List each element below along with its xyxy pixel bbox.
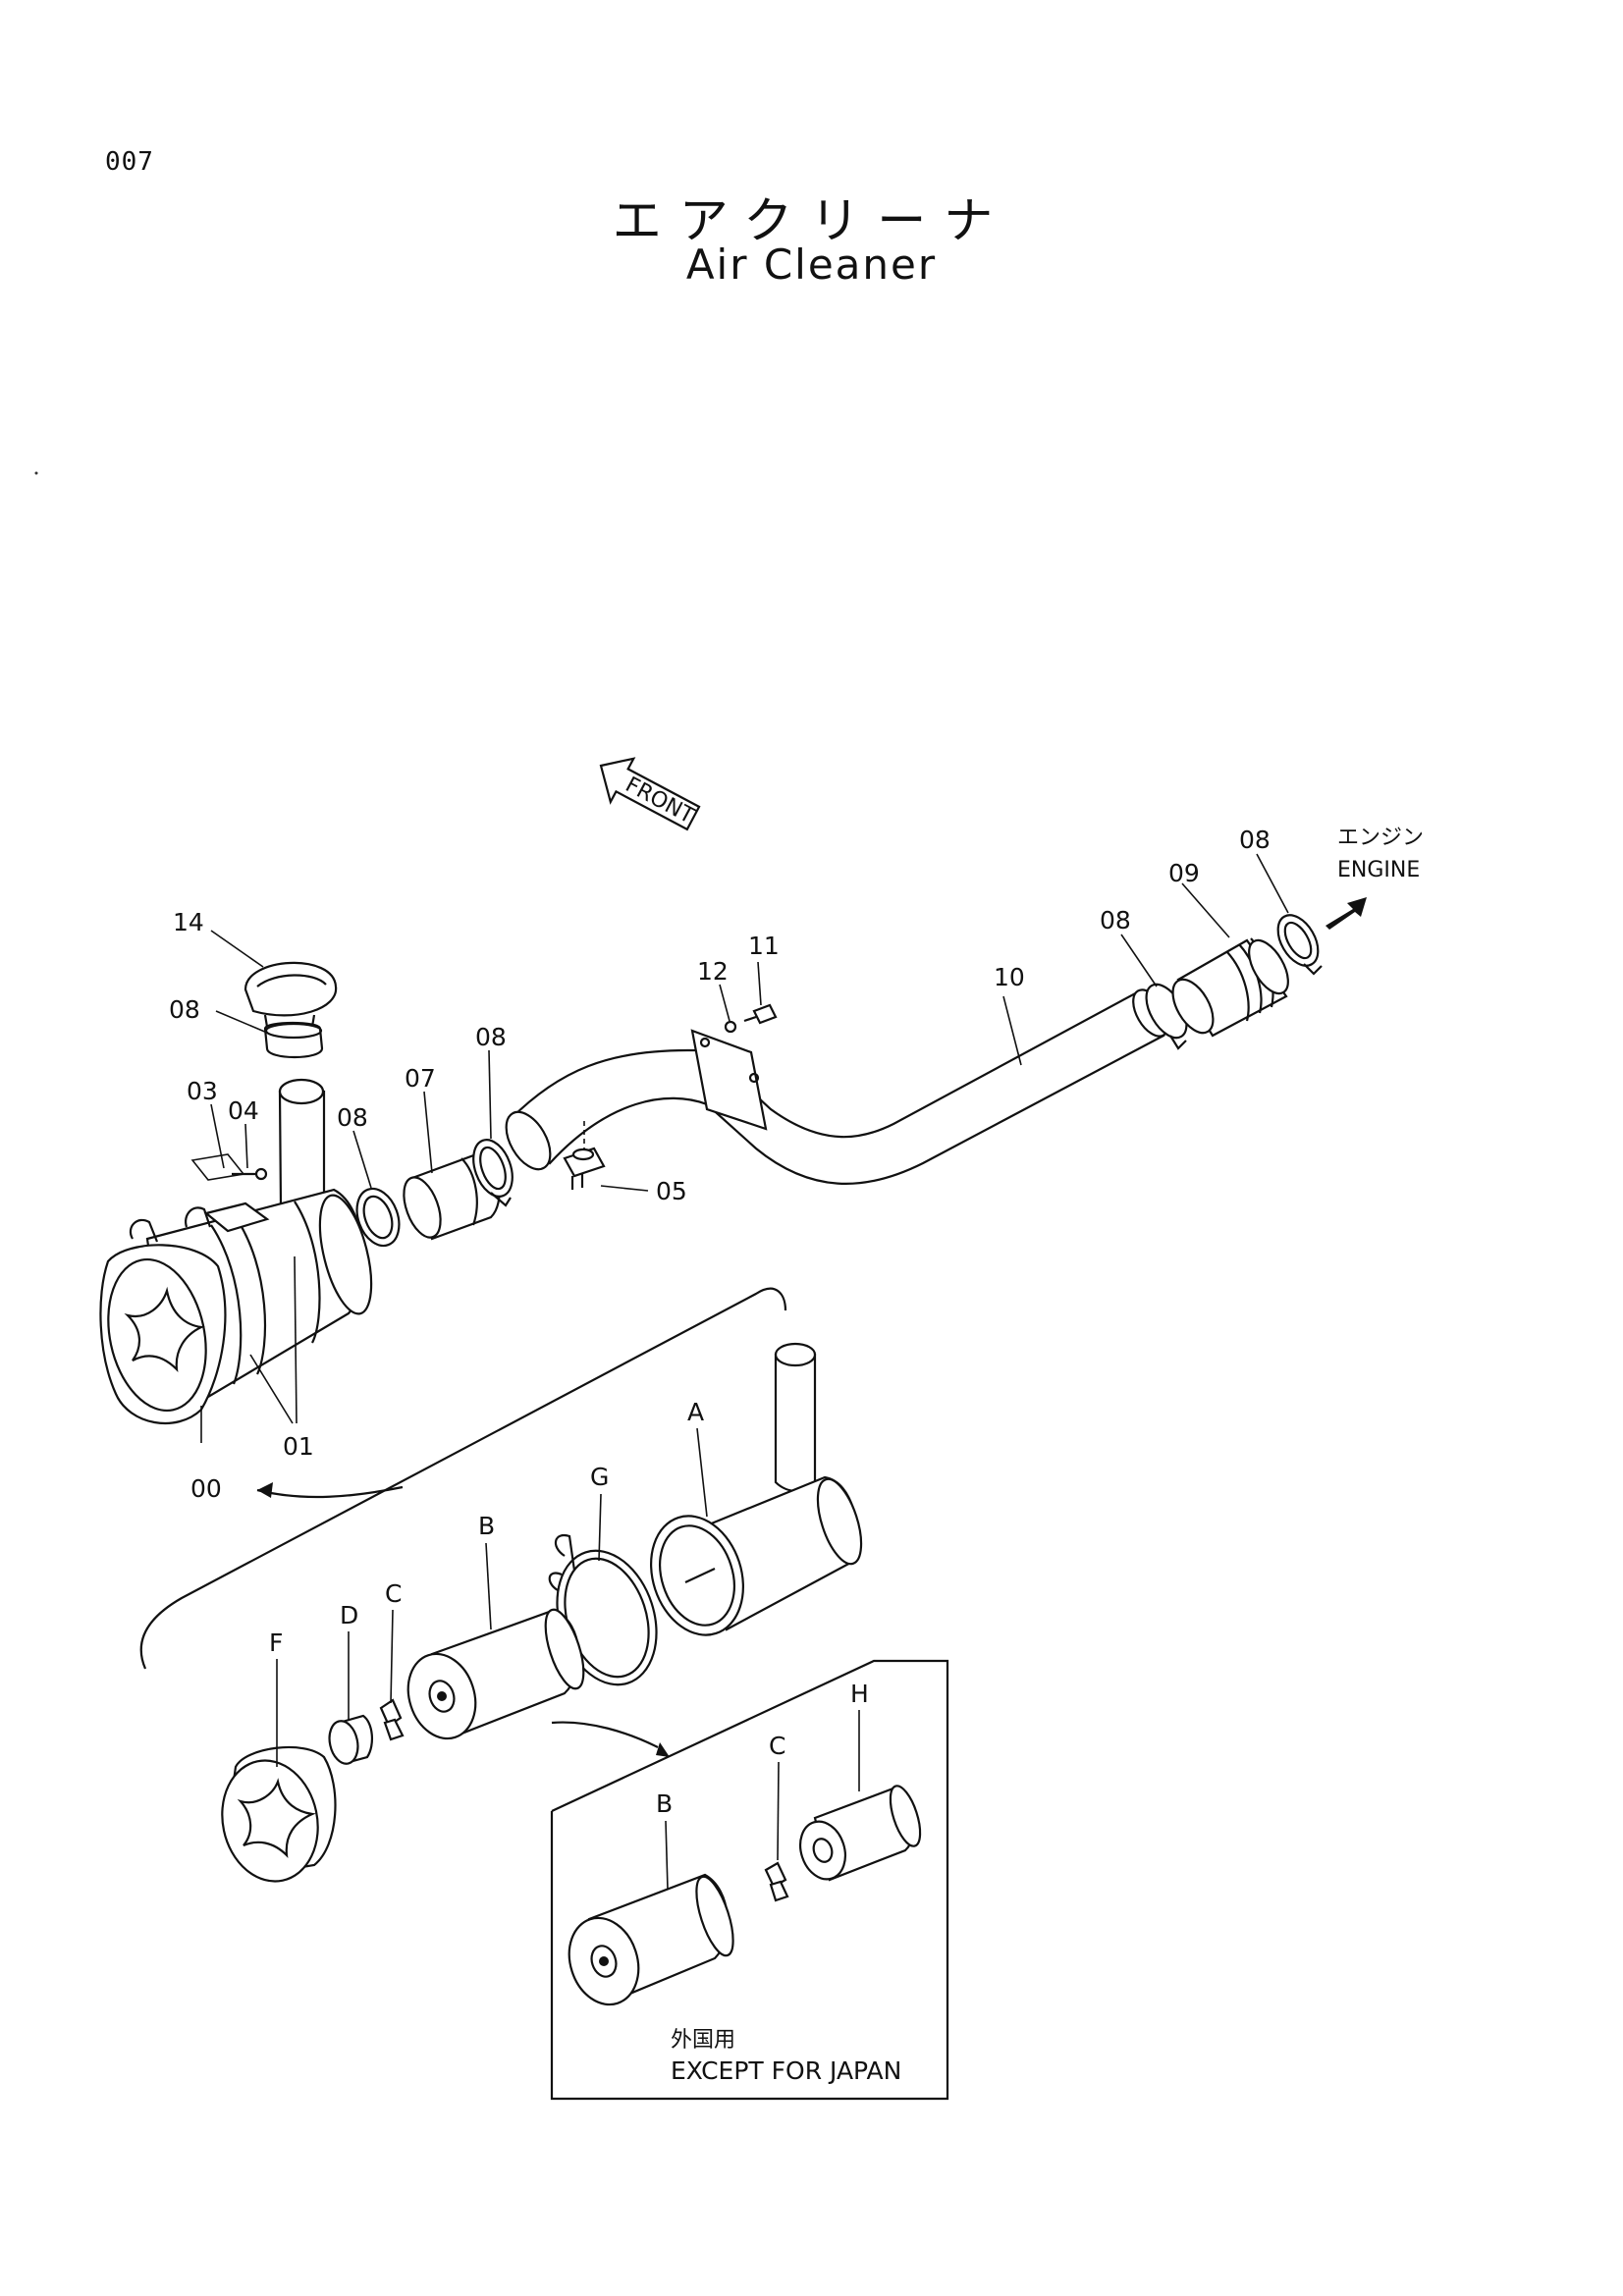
leader-lines: [200, 853, 1289, 1891]
front-arrow-marker: FRONT: [599, 757, 701, 831]
wing-nut-C: [379, 1698, 405, 1741]
callout-D: D: [340, 1601, 358, 1629]
callout-08-mid-clamp: 08: [475, 1023, 507, 1051]
stray-mark: [34, 471, 38, 475]
exploded-view-arrow: [256, 1485, 404, 1499]
callout-H: H: [850, 1680, 869, 1708]
engine-label-japanese: エンジン: [1337, 826, 1424, 850]
callout-10: 10: [994, 963, 1025, 991]
callout-08-left-clamp: 08: [337, 1103, 368, 1132]
connecting-hose: [1171, 937, 1289, 1038]
callout-14: 14: [173, 908, 204, 936]
title-japanese: エアクリーナ: [612, 192, 1011, 249]
hose-clamp-far: [1276, 914, 1323, 976]
callout-07: 07: [405, 1064, 436, 1093]
callout-04: 04: [228, 1096, 259, 1125]
exploded-view-bracket: [139, 1287, 787, 1670]
callout-C: C: [385, 1579, 402, 1608]
export-inset-box: 外国用 EXCEPT FOR JAPAN: [550, 1659, 949, 2101]
air-cleaner-assembly: [99, 1078, 373, 1424]
callout-11: 11: [748, 932, 780, 960]
callout-05: 05: [656, 1177, 687, 1205]
engine-direction-arrow: [1325, 897, 1367, 930]
callout-B: B: [478, 1512, 495, 1540]
end-cover-F: [221, 1745, 337, 1883]
engine-label-english: ENGINE: [1337, 858, 1420, 882]
restriction-indicator: [563, 1121, 606, 1190]
callout-A: A: [687, 1398, 704, 1426]
callout-03: 03: [187, 1077, 218, 1105]
callout-F: F: [269, 1629, 283, 1657]
callout-G: G: [590, 1463, 609, 1491]
callout-C-inset: C: [769, 1732, 785, 1760]
gasket-D: [328, 1714, 373, 1765]
callout-labels: 14 08 03 04 08 07 08 12 11 05 10 08 09 0…: [169, 826, 1271, 1818]
inset-caption-english: EXCEPT FOR JAPAN: [671, 2056, 901, 2085]
callout-B-inset: B: [656, 1789, 673, 1818]
hose-clamp-mid: [472, 1139, 514, 1207]
callout-00: 00: [190, 1474, 222, 1503]
rain-cap-assembly: [243, 961, 338, 1058]
inset-caption-japanese: 外国用: [671, 2028, 735, 2053]
intake-pipe: [505, 988, 1169, 1185]
title-english: Air Cleaner: [685, 240, 938, 289]
page-number: 007: [105, 147, 154, 177]
filter-element-B: [406, 1608, 585, 1740]
callout-08-far-clamp: 08: [1239, 826, 1271, 854]
callout-12: 12: [697, 957, 729, 986]
hose-clamp-left: [355, 1187, 401, 1248]
cleaner-housing-A: [650, 1342, 863, 1636]
callout-08-right-clamp: 08: [1100, 906, 1131, 934]
callout-08-cap-band: 08: [169, 995, 200, 1024]
callout-01: 01: [283, 1432, 314, 1461]
callout-09: 09: [1168, 859, 1200, 887]
